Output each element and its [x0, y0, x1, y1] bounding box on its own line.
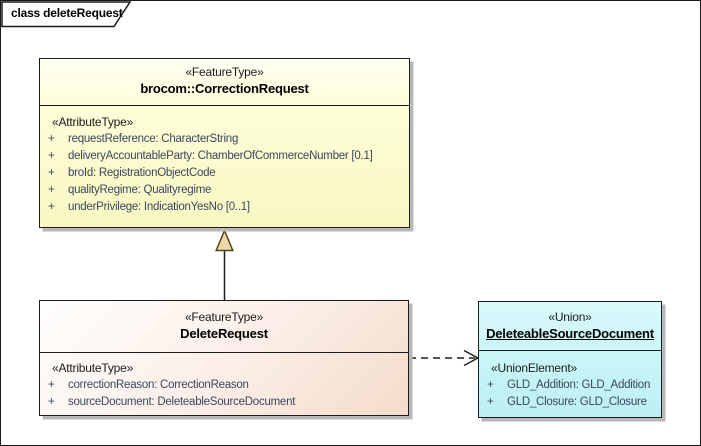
attributes-compartment: «AttributeType» + requestReference: Char…	[40, 104, 409, 216]
visibility-marker: +	[48, 183, 55, 196]
stereotype-label: «Union»	[548, 310, 592, 324]
attribute-signature: sourceDocument: DeleteableSourceDocument	[68, 395, 296, 408]
class-header: «FeatureType» DeleteRequest	[40, 301, 408, 352]
attribute-row[interactable]: + GLD_Closure: GLD_Closure	[479, 394, 661, 411]
visibility-marker: +	[487, 378, 494, 391]
class-name: brocom::CorrectionRequest	[140, 81, 309, 96]
attribute-row[interactable]: + sourceDocument: DeleteableSourceDocume…	[40, 394, 408, 411]
class-header: «Union» DeleteableSourceDocument	[479, 302, 661, 350]
attribute-signature: deliveryAccountableParty: ChamberOfComme…	[68, 149, 373, 162]
open-arrowhead-icon	[463, 349, 480, 367]
stereotype-label: «FeatureType»	[184, 310, 264, 324]
generalization-arrowhead-icon	[215, 228, 234, 252]
attribute-signature: GLD_Closure: GLD_Closure	[507, 395, 647, 408]
attribute-signature: GLD_Addition: GLD_Addition	[507, 378, 651, 391]
class-name: DeleteRequest	[180, 326, 268, 341]
attribute-signature: requestReference: CharacterString	[68, 132, 239, 145]
visibility-marker: +	[487, 395, 494, 408]
class-name: DeleteableSourceDocument	[486, 326, 654, 341]
class-header: «FeatureType» brocom::CorrectionRequest	[40, 59, 409, 105]
attribute-signature: broId: RegistrationObjectCode	[68, 166, 216, 179]
visibility-marker: +	[48, 378, 55, 391]
attribute-signature: correctionReason: CorrectionReason	[68, 378, 249, 391]
attribute-stereotype-label: «AttributeType»	[52, 360, 134, 375]
attribute-signature: underPrivilege: IndicationYesNo [0..1]	[68, 200, 250, 213]
attribute-row[interactable]: + correctionReason: CorrectionReason	[40, 377, 408, 394]
attribute-row[interactable]: + underPrivilege: IndicationYesNo [0..1]	[40, 199, 409, 216]
attribute-stereotype-label: «AttributeType»	[52, 114, 134, 129]
attribute-stereotype-label: «UnionElement»	[491, 360, 577, 375]
visibility-marker: +	[48, 200, 55, 213]
visibility-marker: +	[48, 132, 55, 145]
dependency-connector[interactable]	[409, 349, 480, 367]
attribute-row[interactable]: + GLD_Addition: GLD_Addition	[479, 377, 661, 394]
attribute-row[interactable]: + qualityRegime: Qualityregime	[40, 182, 409, 199]
visibility-marker: +	[48, 166, 55, 179]
class-box-correctionrequest[interactable]: «FeatureType» brocom::CorrectionRequest …	[39, 58, 410, 228]
attribute-row[interactable]: + deliveryAccountableParty: ChamberOfCom…	[40, 148, 409, 165]
attribute-row[interactable]: + requestReference: CharacterString	[40, 131, 409, 148]
attribute-signature: qualityRegime: Qualityregime	[68, 183, 212, 196]
visibility-marker: +	[48, 149, 55, 162]
attribute-row[interactable]: + broId: RegistrationObjectCode	[40, 165, 409, 182]
visibility-marker: +	[48, 395, 55, 408]
stereotype-label: «FeatureType»	[185, 65, 264, 79]
diagram-tab-title: class deleteRequest	[11, 6, 123, 20]
attributes-compartment: «UnionElement» + GLD_Addition: GLD_Addit…	[479, 349, 661, 411]
generalization-connector[interactable]	[215, 228, 234, 301]
class-box-deleterequest[interactable]: «FeatureType» DeleteRequest «AttributeTy…	[39, 300, 409, 416]
attributes-compartment: «AttributeType» + correctionReason: Corr…	[40, 351, 408, 411]
class-box-deleteablesourcedocument[interactable]: «Union» DeleteableSourceDocument «UnionE…	[478, 301, 662, 418]
